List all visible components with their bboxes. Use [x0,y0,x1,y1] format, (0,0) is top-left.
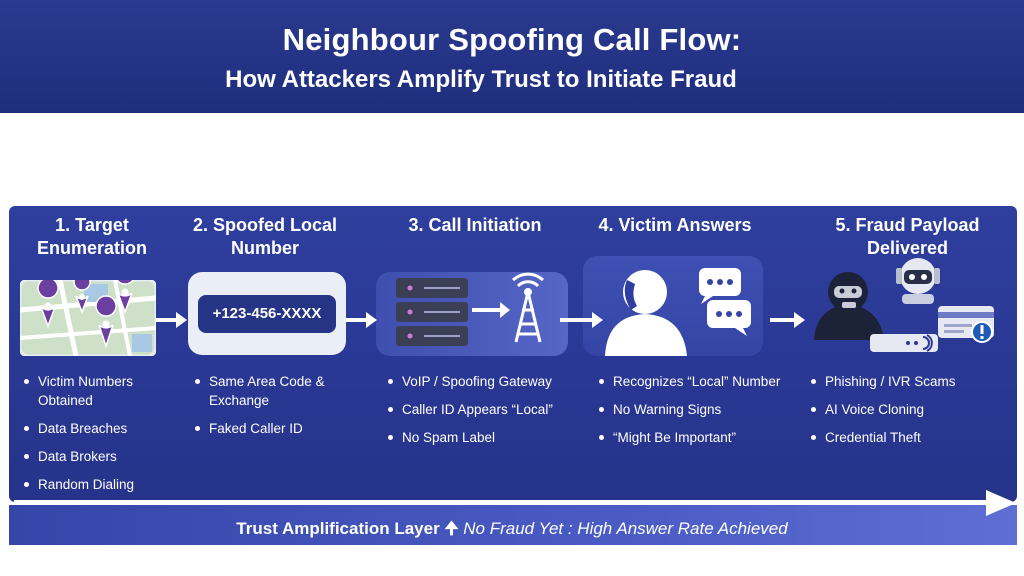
list-item: Random Dialing [22,475,172,494]
flow-arrow-1 [156,312,187,328]
up-arrow-icon: 🠉 [444,519,459,538]
trust-layer-band [9,505,1017,545]
header-banner: Neighbour Spoofing Call Flow: How Attack… [0,0,1024,113]
stage-3-title: 3. Call Initiation [408,215,542,235]
list-item: No Warning Signs [597,400,787,419]
list-item: Victim Numbers Obtained [22,372,172,410]
list-item: Phishing / IVR Scams [809,372,999,391]
server-tower-icon [376,272,568,356]
list-item: No Spam Label [386,428,576,447]
stage-4-bullets: Recognizes “Local” Number No Warning Sig… [597,372,787,456]
list-item: Faked Caller ID [193,419,383,438]
page-subtitle: How Attackers Amplify Trust to Initiate … [225,66,737,93]
list-item: “Might Be Important” [597,428,787,447]
trust-layer-status: No Fraud Yet : High Answer Rate Achieved [463,519,788,538]
stage-5-bullets: Phishing / IVR Scams AI Voice Cloning Cr… [809,372,999,456]
trust-layer-line [14,500,994,504]
spoofed-number: +123-456-XXXX [198,295,336,333]
trust-layer-arrowhead [986,490,1016,516]
list-item: VoIP / Spoofing Gateway [386,372,576,391]
trust-layer-label: Trust Amplification Layer [236,519,440,538]
stage-5-title: 5. Fraud Payload Delivered [835,215,980,258]
stage-1-title: 1. Target Enumeration [36,215,147,258]
stage-1-bullets: Victim Numbers Obtained Data Breaches Da… [22,372,172,503]
stage-2-bullets: Same Area Code & Exchange Faked Caller I… [193,372,383,447]
list-item: Recognizes “Local” Number [597,372,787,391]
hacker-robot-card-icon [808,256,1008,356]
list-item: Data Breaches [22,419,172,438]
flow-arrow-3 [560,312,603,328]
list-item: Credential Theft [809,428,999,447]
trust-layer-caption: Trust Amplification Layer 🠉 No Fraud Yet… [0,516,1024,545]
map-pins-icon [18,263,158,358]
stage-3-bullets: VoIP / Spoofing Gateway Caller ID Appear… [386,372,576,456]
list-item: AI Voice Cloning [809,400,999,419]
list-item: Data Brokers [22,447,172,466]
flow-arrow-2 [346,312,377,328]
list-item: Same Area Code & Exchange [193,372,383,410]
page-title: Neighbour Spoofing Call Flow: [282,22,742,57]
person-on-phone-icon [583,256,763,356]
flow-arrow-4 [770,312,805,328]
list-item: Caller ID Appears “Local” [386,400,576,419]
stage-4-title: 4. Victim Answers [598,215,752,235]
stage-2-title: 2. Spoofed Local Number [192,215,338,258]
